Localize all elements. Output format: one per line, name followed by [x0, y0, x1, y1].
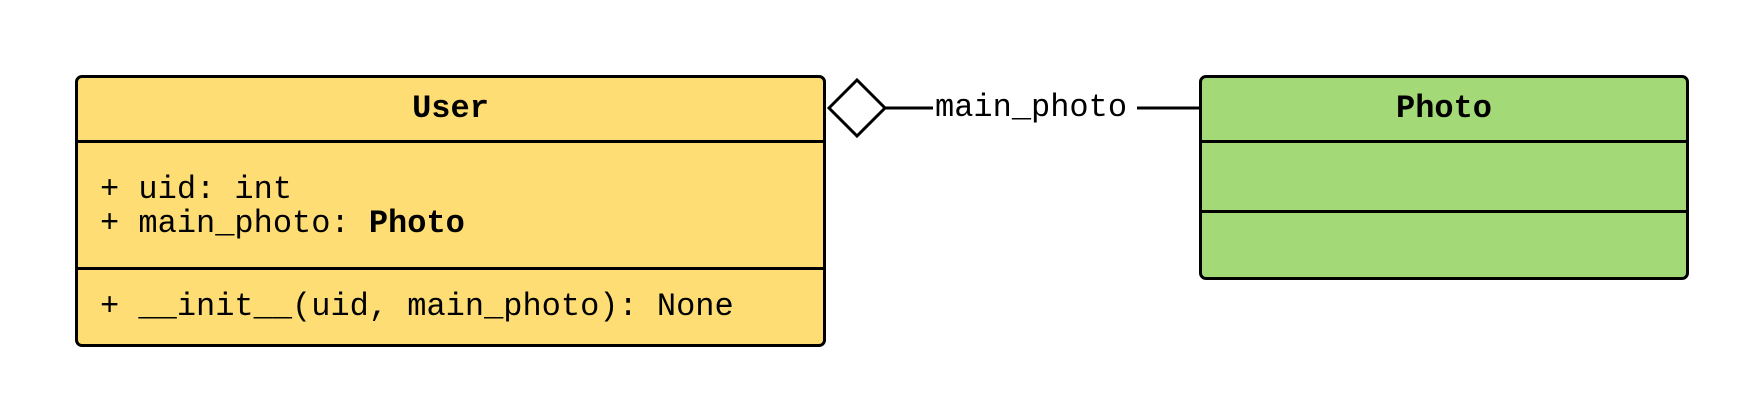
- relation-label: main_photo: [935, 89, 1128, 126]
- divider: [1202, 210, 1686, 213]
- class-user-attributes: + uid: int + main_photo: Photo: [78, 143, 823, 267]
- class-photo[interactable]: Photo: [1199, 75, 1689, 280]
- class-photo-attributes: [1202, 143, 1686, 210]
- divider: [78, 140, 823, 143]
- class-photo-methods: [1202, 213, 1686, 277]
- attribute-main-photo: + main_photo: Photo: [100, 207, 465, 241]
- class-photo-name: Photo: [1395, 90, 1492, 127]
- attribute-uid: + uid: int: [100, 173, 292, 207]
- class-user-methods: + __init__(uid, main_photo): None: [78, 270, 823, 344]
- attribute-label: + uid:: [100, 171, 235, 208]
- attribute-label: + main_photo:: [100, 205, 369, 242]
- attribute-type: int: [234, 171, 293, 208]
- method-init: + __init__(uid, main_photo): None: [100, 288, 734, 325]
- aggregation-diamond-icon: [826, 77, 888, 139]
- attribute-type: Photo: [368, 205, 465, 242]
- class-user-name: User: [412, 90, 489, 127]
- divider: [1202, 140, 1686, 143]
- divider: [78, 267, 823, 270]
- class-user[interactable]: User + uid: int + main_photo: Photo + __…: [75, 75, 826, 347]
